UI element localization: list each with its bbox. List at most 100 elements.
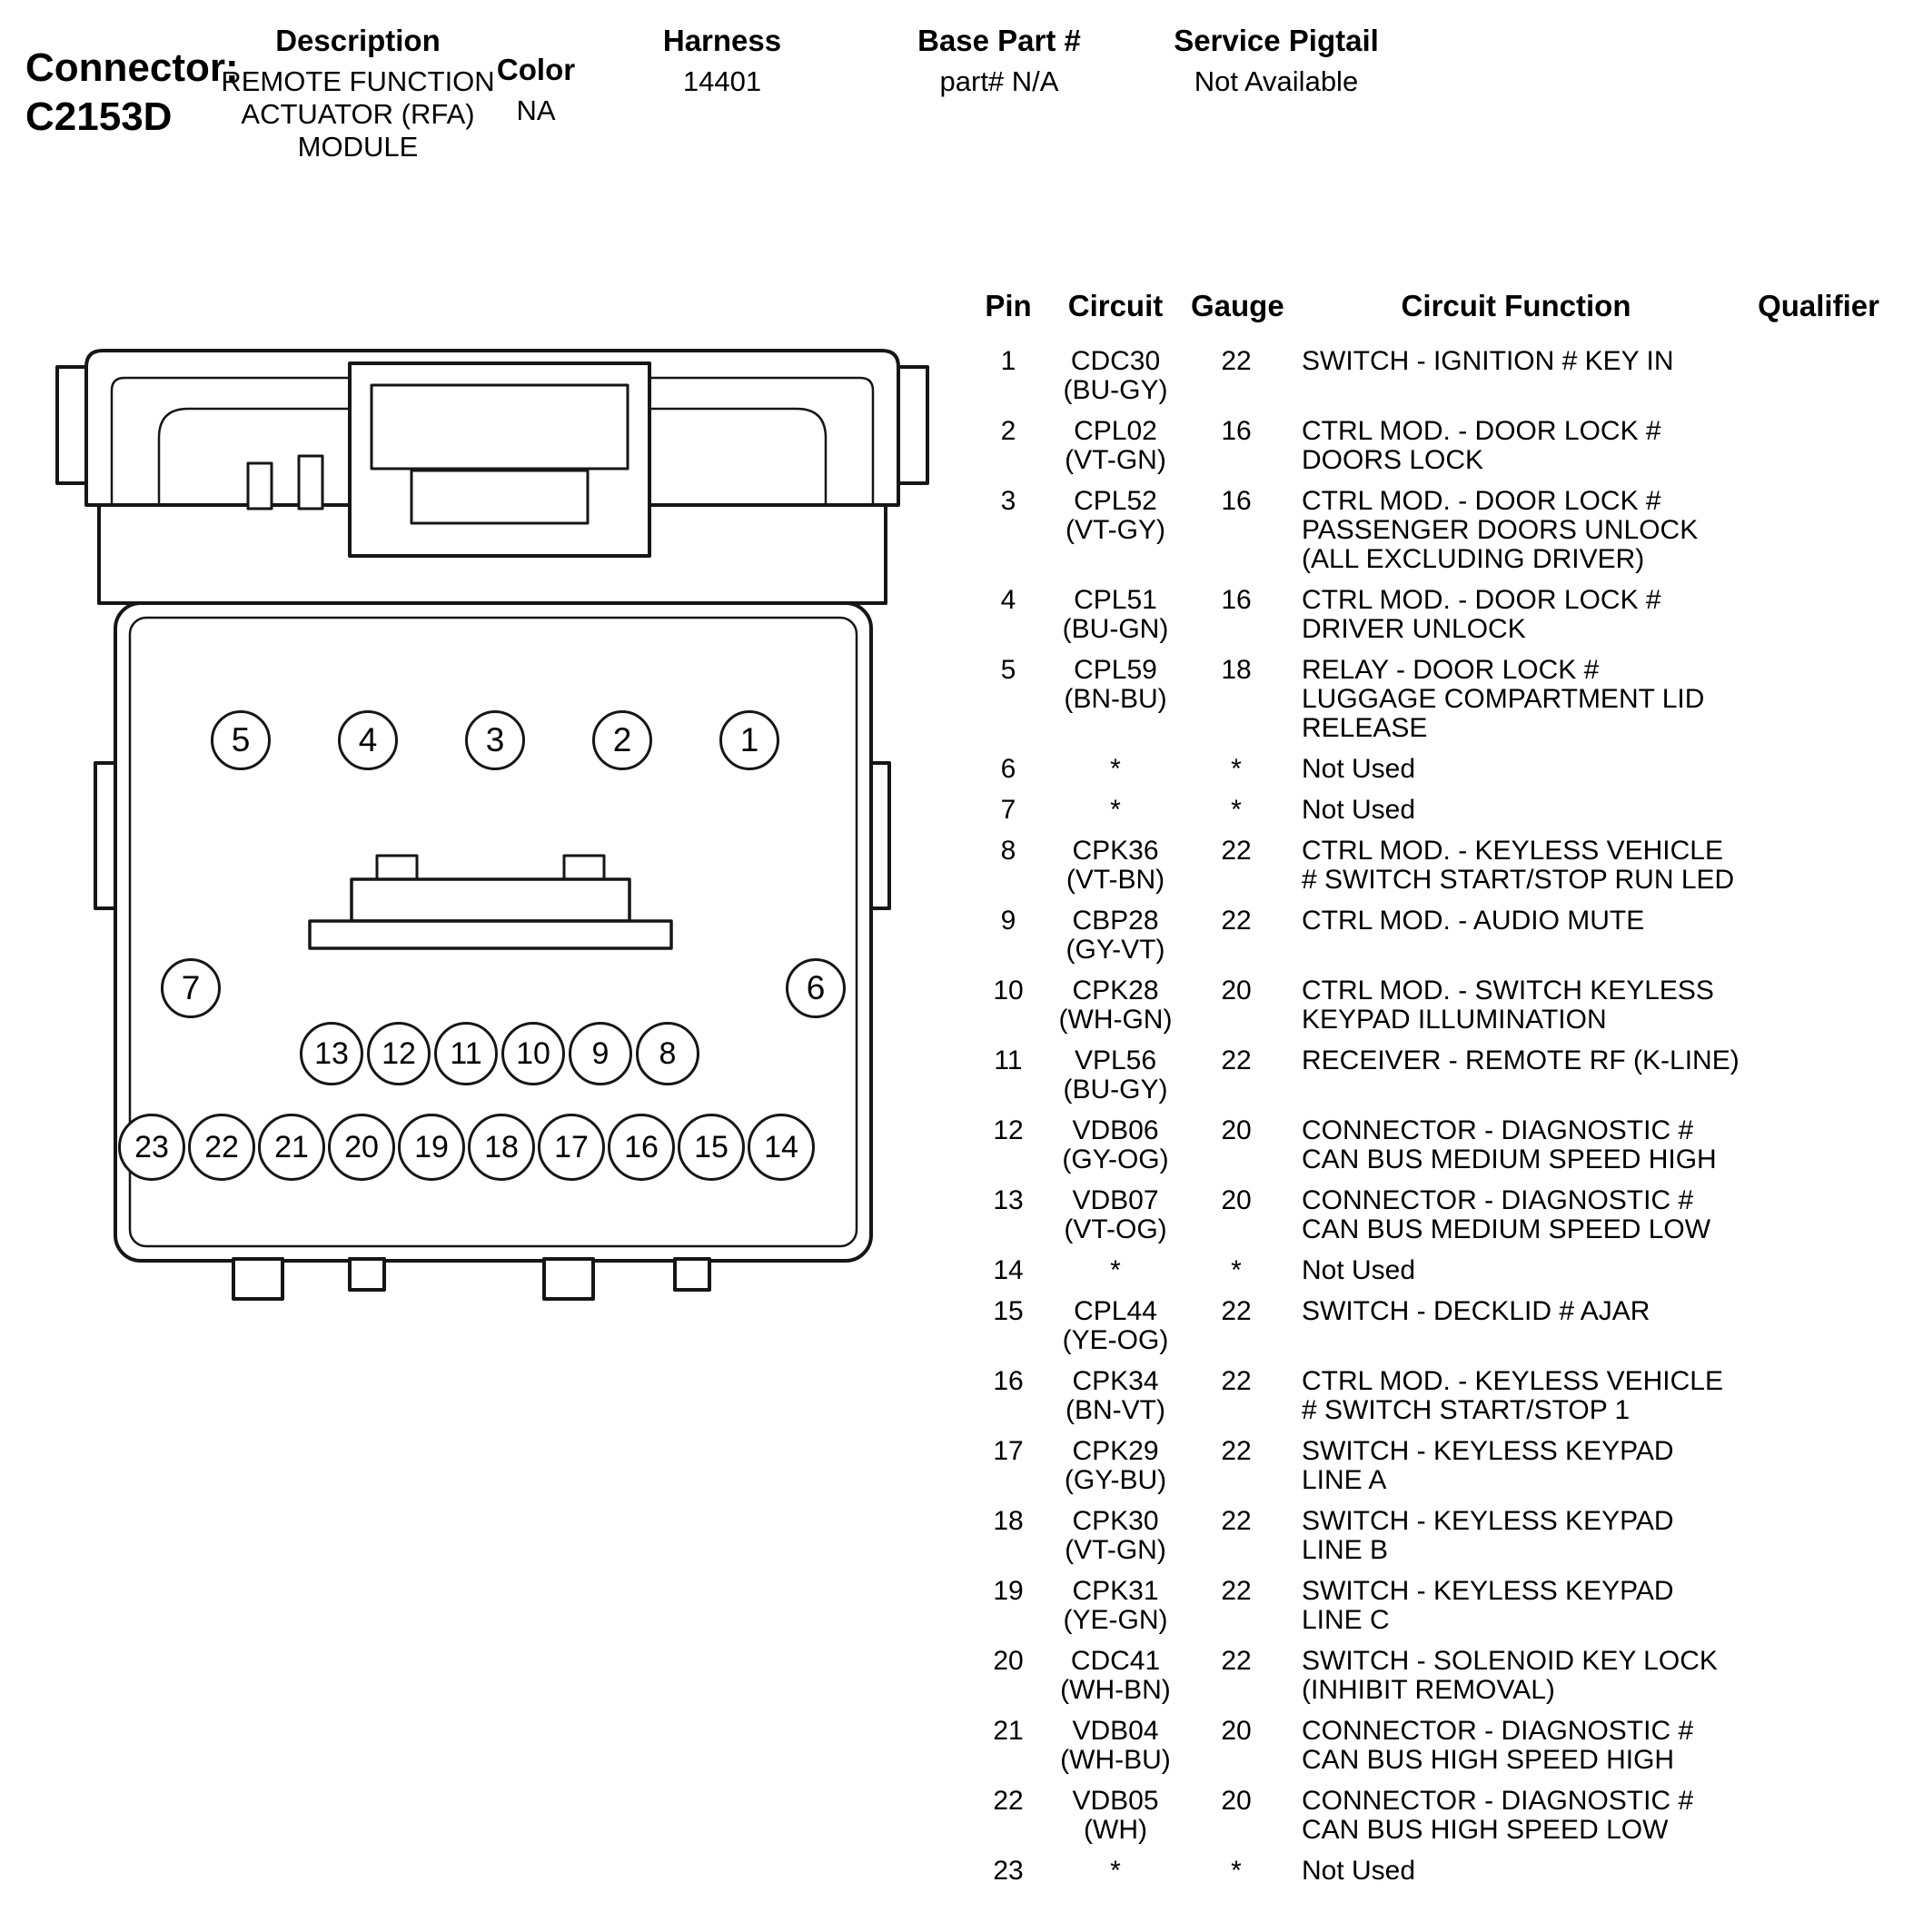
circuit-code: CDC41(WH-BN) bbox=[1060, 1646, 1171, 1705]
gauge-value: * bbox=[1231, 795, 1242, 825]
pin-number: 22 bbox=[993, 1786, 1024, 1816]
connector-pin-20: 20 bbox=[328, 1114, 395, 1181]
circuit-code: CPL59(BN-BU) bbox=[1064, 655, 1167, 714]
circuit-function: SWITCH - KEYLESS KEYPAD LINE A bbox=[1302, 1436, 1674, 1495]
connector-title: Connector: C2153D bbox=[25, 44, 239, 142]
circuit-function: RECEIVER - REMOTE RF (K-LINE) bbox=[1302, 1045, 1740, 1075]
circuit-function: SWITCH - KEYLESS KEYPAD LINE C bbox=[1302, 1576, 1674, 1635]
base-part-value: part# N/A bbox=[939, 65, 1059, 97]
circuit-code: CPL51(BU-GN) bbox=[1062, 585, 1169, 644]
connector-pin-4: 4 bbox=[338, 710, 398, 770]
circuit-code: CPL02(VT-GN) bbox=[1065, 416, 1166, 475]
pin-number: 17 bbox=[993, 1436, 1024, 1466]
pin-row: 14**Not Used bbox=[976, 1256, 1894, 1285]
circuit-code: CPK34(BN-VT) bbox=[1066, 1366, 1165, 1425]
gauge-value: 20 bbox=[1221, 1786, 1252, 1816]
circuit-function: CTRL MOD. - DOOR LOCK # DOORS LOCK bbox=[1302, 416, 1661, 475]
pin-number: 8 bbox=[1000, 836, 1016, 866]
header-base-part: Base Part # part# N/A bbox=[895, 24, 1104, 98]
connector-pin-14: 14 bbox=[748, 1114, 815, 1181]
gauge-value: * bbox=[1231, 1856, 1242, 1886]
col-header-gauge: Gauge bbox=[1191, 289, 1284, 322]
pin-number: 13 bbox=[993, 1185, 1024, 1215]
circuit-code: CPK30(VT-GN) bbox=[1065, 1506, 1166, 1565]
gauge-value: 22 bbox=[1221, 1506, 1252, 1536]
connector-pin-9: 9 bbox=[569, 1022, 632, 1085]
circuit-function: CONNECTOR - DIAGNOSTIC # CAN BUS MEDIUM … bbox=[1302, 1115, 1717, 1174]
gauge-value: 22 bbox=[1221, 1045, 1252, 1075]
pin-number: 23 bbox=[993, 1856, 1024, 1886]
header-harness: Harness 14401 bbox=[636, 24, 808, 98]
circuit-code: CPK28(WH-GN) bbox=[1058, 976, 1173, 1035]
service-pigtail-label: Service Pigtail bbox=[1174, 24, 1379, 57]
gauge-value: 18 bbox=[1221, 655, 1252, 685]
connector-pin-5: 5 bbox=[211, 710, 271, 770]
pin-number: 3 bbox=[1000, 486, 1016, 516]
circuit-code: * bbox=[1110, 795, 1121, 825]
connector-pin-21: 21 bbox=[258, 1114, 325, 1181]
circuit-function: Not Used bbox=[1302, 754, 1416, 784]
gauge-value: 22 bbox=[1221, 1366, 1252, 1396]
circuit-code: * bbox=[1110, 754, 1121, 784]
circuit-code: CPL44(YE-OG) bbox=[1062, 1296, 1169, 1355]
circuit-function: CTRL MOD. - SWITCH KEYLESS KEYPAD ILLUMI… bbox=[1302, 976, 1714, 1035]
connector-pin-23: 23 bbox=[118, 1114, 185, 1181]
gauge-value: 22 bbox=[1221, 1646, 1252, 1676]
gauge-value: 22 bbox=[1221, 1576, 1252, 1606]
pin-number: 12 bbox=[993, 1115, 1024, 1145]
circuit-function: SWITCH - DECKLID # AJAR bbox=[1302, 1296, 1650, 1326]
pin-number: 21 bbox=[993, 1716, 1024, 1746]
gauge-value: 22 bbox=[1221, 836, 1252, 866]
connector-pin-10: 10 bbox=[501, 1022, 565, 1085]
col-header-circuit-function: Circuit Function bbox=[1401, 289, 1631, 322]
pin-table-header: Pin Circuit Gauge Circuit Function Quali… bbox=[976, 289, 1894, 323]
connector-pin-17: 17 bbox=[538, 1114, 605, 1181]
pin-row: 7**Not Used bbox=[976, 796, 1894, 825]
circuit-code: * bbox=[1110, 1255, 1121, 1285]
circuit-function: CTRL MOD. - DOOR LOCK # DRIVER UNLOCK bbox=[1302, 585, 1661, 644]
circuit-code: CPK31(YE-GN) bbox=[1063, 1576, 1168, 1635]
connector-pin-7: 7 bbox=[161, 958, 221, 1018]
gauge-value: 22 bbox=[1221, 1436, 1252, 1466]
circuit-code: CDC30(BU-GY) bbox=[1063, 346, 1168, 405]
gauge-value: 22 bbox=[1221, 906, 1252, 936]
connector-pin-6: 6 bbox=[786, 958, 846, 1018]
circuit-function: CTRL MOD. - DOOR LOCK # PASSENGER DOORS … bbox=[1302, 486, 1699, 574]
circuit-function: CONNECTOR - DIAGNOSTIC # CAN BUS HIGH SP… bbox=[1302, 1716, 1694, 1775]
pin-number: 1 bbox=[1000, 346, 1016, 376]
pin-number: 18 bbox=[993, 1506, 1024, 1536]
circuit-function: Not Used bbox=[1302, 1255, 1416, 1285]
connector-pin-12: 12 bbox=[367, 1022, 431, 1085]
pin-number: 20 bbox=[993, 1646, 1024, 1676]
connector-pin-22: 22 bbox=[188, 1114, 255, 1181]
col-header-pin: Pin bbox=[985, 289, 1032, 322]
circuit-function: CTRL MOD. - KEYLESS VEHICLE # SWITCH STA… bbox=[1302, 1366, 1724, 1425]
circuit-function: CTRL MOD. - AUDIO MUTE bbox=[1302, 906, 1645, 936]
pin-number: 6 bbox=[1000, 754, 1016, 784]
pin-number: 15 bbox=[993, 1296, 1024, 1326]
gauge-value: 20 bbox=[1221, 1115, 1252, 1145]
header-description: Description REMOTE FUNCTION ACTUATOR (RF… bbox=[216, 24, 500, 163]
connector-id: C2153D bbox=[25, 94, 173, 139]
connector-pin-16: 16 bbox=[608, 1114, 675, 1181]
base-part-label: Base Part # bbox=[917, 24, 1081, 57]
harness-value: 14401 bbox=[682, 65, 762, 97]
circuit-code: CPL52(VT-GY) bbox=[1066, 486, 1165, 545]
color-label: Color bbox=[496, 53, 576, 86]
harness-label: Harness bbox=[662, 24, 782, 57]
circuit-code: VDB04(WH-BU) bbox=[1060, 1716, 1171, 1775]
connector-pin-18: 18 bbox=[468, 1114, 535, 1181]
